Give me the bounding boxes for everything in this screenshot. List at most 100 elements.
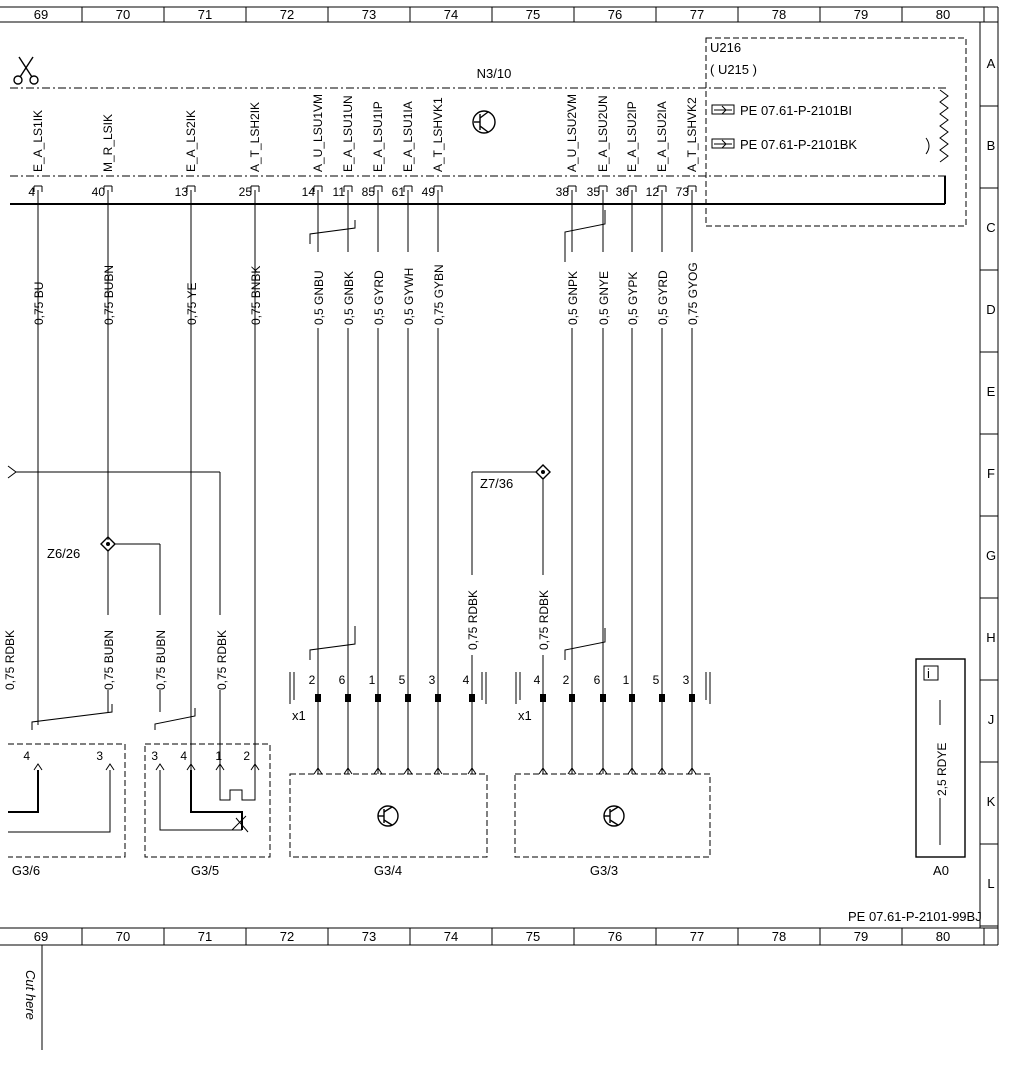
grid-col-top: 71 [198, 7, 212, 22]
pin-terminal [598, 185, 608, 192]
component-terminal [627, 767, 637, 775]
pin-signal: E_A_LSU2UN [596, 95, 610, 172]
grid-col-bottom: 71 [198, 929, 212, 944]
pin-terminal [33, 185, 43, 192]
grid-row-letter: K [987, 794, 996, 809]
a0-info-icon: i [927, 666, 930, 681]
pin-signal: A_T_LSHVK2 [685, 97, 699, 172]
grid-row-letter: E [987, 384, 996, 399]
grid-col-bottom: 69 [34, 929, 48, 944]
wire-color: 0,5 GNBU [312, 270, 326, 325]
pin-signal: M_R_LSIK [101, 114, 115, 172]
connector-pin-number: 3 [683, 673, 690, 687]
connector-pin-number: 1 [623, 673, 630, 687]
pin-signal: E_A_LS1IK [31, 110, 45, 172]
pin-terminal [343, 185, 353, 192]
footer-reference: PE 07.61-P-2101-99BJ [848, 909, 982, 924]
component-terminal [343, 767, 353, 775]
pin-column: E_A_LSU2UN 35 0,5 GNYE [587, 95, 611, 672]
reference-icon [711, 138, 735, 149]
wire-rdbk-z7-b: 0,75 RDBK [537, 590, 551, 650]
pin-number: 4 [28, 185, 35, 199]
connector-pin: 3 [683, 672, 697, 775]
grid-col-bottom: 78 [772, 929, 786, 944]
connector-pin-number: 5 [653, 673, 660, 687]
grid-col-top: 78 [772, 7, 786, 22]
grid-col-top: 73 [362, 7, 376, 22]
component-terminal [433, 767, 443, 775]
wire-color: 0,75 BUBN [102, 265, 116, 325]
grid-row-letter: D [986, 302, 995, 317]
module-n3-10: N3/10 U216 ( U215 ) PE 07.61-P-2101BI PE… [10, 37, 967, 227]
grid-col-top: 77 [690, 7, 704, 22]
pin-signal: A_U_LSU2VM [565, 94, 579, 172]
a0-label: A0 [933, 863, 949, 878]
connector-contact [405, 694, 411, 702]
connector-contact [315, 694, 321, 702]
wire-color: 0,5 GYWH [402, 268, 416, 325]
pin-number: 49 [422, 185, 436, 199]
connector-pin-number: 3 [429, 673, 436, 687]
grid-row-letter: H [986, 630, 995, 645]
grid-row-letter: C [986, 220, 995, 235]
connector-contact [659, 694, 665, 702]
grid-col-top: 72 [280, 7, 294, 22]
reference-icon [711, 104, 735, 115]
wire-color: 0,75 GYOG [686, 262, 700, 325]
g35-pin-1: 3 [151, 749, 158, 763]
g35-pin-3: 1 [215, 749, 222, 763]
pin-number: 35 [587, 185, 601, 199]
connector-pin-number: 4 [534, 673, 541, 687]
connector-contact [540, 694, 546, 702]
pin-signal: E_A_LSU1UN [341, 95, 355, 172]
pin-number: 61 [392, 185, 406, 199]
grid-col-top: 79 [854, 7, 868, 22]
grid-col-top: 74 [444, 7, 458, 22]
connector-pin: 4 [463, 672, 477, 775]
grid-row-letter: B [987, 138, 996, 153]
component-terminal [403, 767, 413, 775]
pin-signal: A_T_LSHVK1 [431, 97, 445, 172]
connector-contact [629, 694, 635, 702]
component-terminal [538, 767, 548, 775]
pin-column: A_U_LSU2VM 38 0,5 GNPK [556, 94, 580, 672]
pin-number: 38 [556, 185, 570, 199]
connector-contact [345, 694, 351, 702]
wire-rdbk-1: 0,75 RDBK [215, 630, 229, 690]
wire-color: 0,75 GYBN [432, 264, 446, 325]
pin-number: 12 [646, 185, 660, 199]
transistor-icon [377, 805, 399, 827]
pin-column: A_T_LSHVK1 49 0,75 GYBN [422, 97, 446, 672]
pin-terminal [403, 185, 413, 192]
ref-1: PE 07.61-P-2101BI [740, 103, 852, 118]
wire-rdbk-z7-a: 0,75 RDBK [466, 590, 480, 650]
pin-terminal [250, 185, 260, 192]
grid-col-bottom: 70 [116, 929, 130, 944]
scissors-icon [13, 56, 39, 85]
component-g3-6: 4 3 G3/6 [8, 743, 126, 878]
component-terminal [373, 767, 383, 775]
connector-left-label: x1 [292, 708, 306, 723]
connector-pin-number: 6 [594, 673, 601, 687]
connector-pin: 1 [369, 672, 383, 775]
component-terminal [657, 767, 667, 775]
component-terminal [467, 767, 477, 775]
wire-color: 0,5 GNPK [566, 271, 580, 325]
wire-color: 0,75 YE [185, 283, 199, 325]
connector-pin: 2 [563, 672, 577, 775]
wire-left-cut: 0,75 RDBK [3, 630, 17, 690]
g35-pin-2: 4 [180, 749, 187, 763]
pin-signal: E_A_LSU2IA [655, 101, 669, 172]
wire-color: 0,5 GNYE [597, 271, 611, 325]
pin-terminal [657, 185, 667, 192]
connector-pin: 5 [399, 672, 413, 775]
